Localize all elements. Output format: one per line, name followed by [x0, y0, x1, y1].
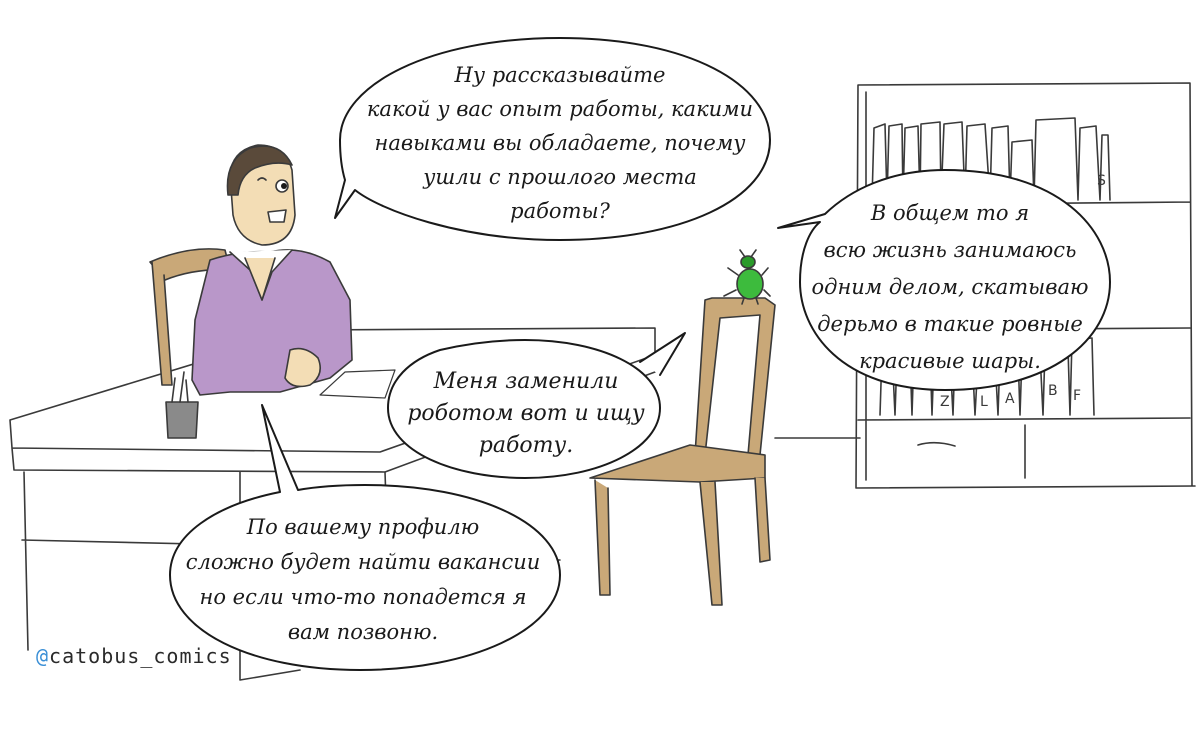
beetle-answer-text: В общем то я всю жизнь занимаюсь одним д… [811, 201, 1089, 373]
interviewer-reply-text: По вашему профилю сложно будет найти вак… [185, 515, 541, 644]
book-letter: A [1005, 391, 1015, 407]
bubble-beetle-answer [777, 169, 1111, 391]
interviewer-chair [149, 248, 231, 386]
beetle [723, 249, 771, 305]
candidate-chair [589, 297, 776, 606]
bubble-chair-answer [387, 339, 661, 479]
book-letter: L [980, 394, 988, 410]
pencil-cup [165, 371, 199, 439]
author-signature: @catobus_comics [36, 644, 232, 668]
chair-answer-text: Меня заменили роботом вот и ищу работу. [407, 369, 645, 458]
bubble-interviewer-question [334, 37, 771, 241]
at-symbol: @ [36, 644, 50, 668]
book-letter: B [1048, 383, 1058, 399]
book-letter: F [1073, 388, 1081, 404]
bubble-interviewer-reply [169, 404, 561, 671]
speech-bubbles [169, 37, 1111, 671]
book-letter: Z [940, 394, 950, 410]
desk [9, 327, 656, 681]
interviewer [191, 144, 353, 396]
interviewer-question-text: Ну рассказывайте какой у вас опыт работы… [366, 63, 754, 223]
book-letters: F B A Z L S [940, 173, 1106, 410]
signature-handle: catobus_comics [49, 644, 232, 668]
book-letter: S [1097, 173, 1106, 189]
